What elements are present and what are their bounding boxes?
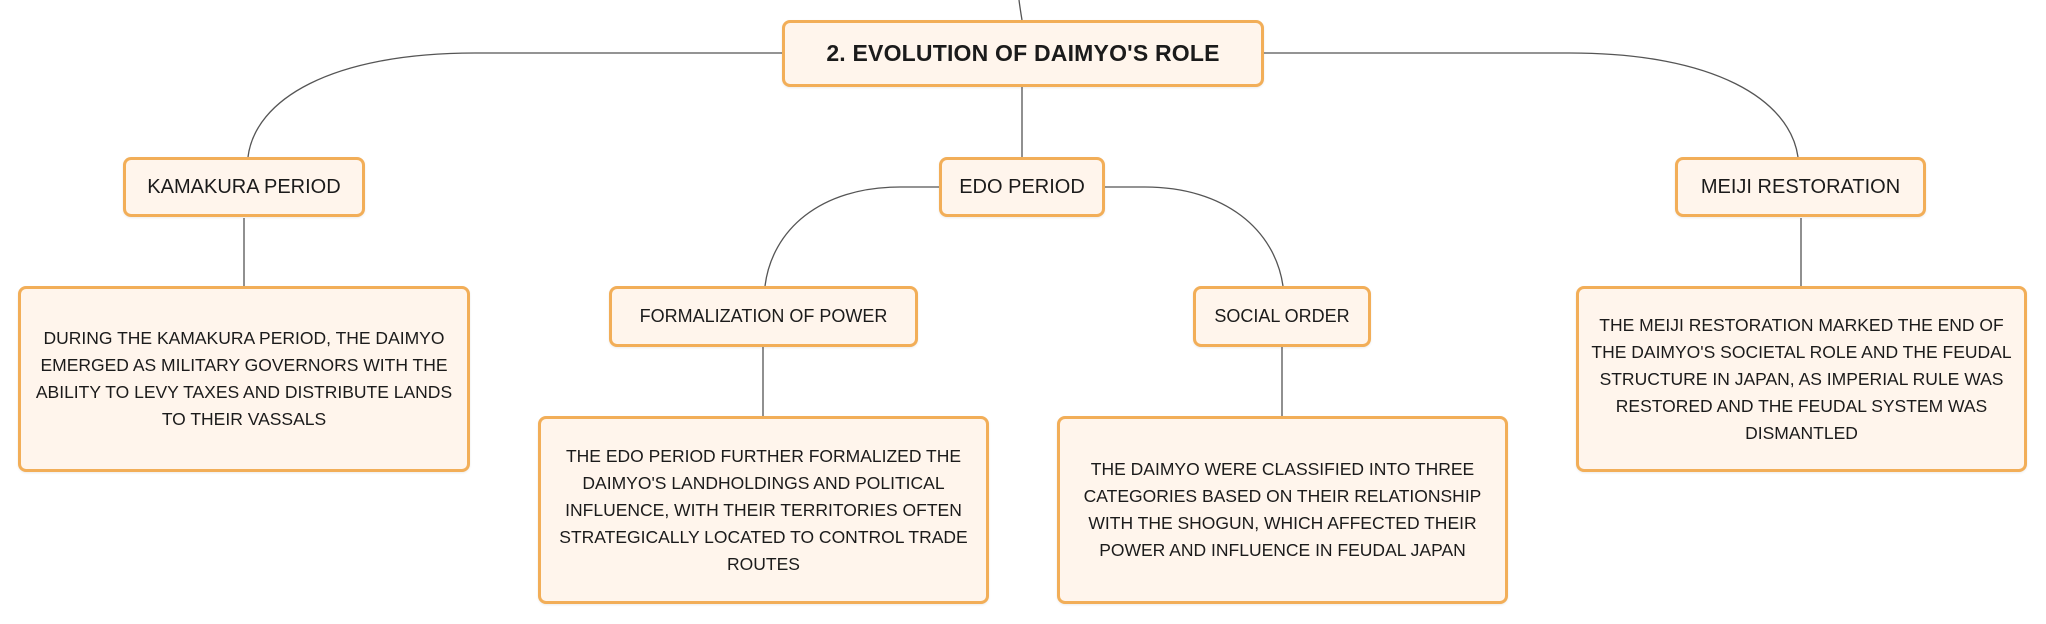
- detail-kamakura-period-text: DURING THE KAMAKURA PERIOD, THE DAIMYO E…: [35, 328, 453, 429]
- root-topic-label: 2. EVOLUTION OF DAIMYO'S ROLE: [826, 40, 1220, 66]
- detail-meiji-restoration[interactable]: THE MEIJI RESTORATION MARKED THE END OF …: [1576, 286, 2027, 472]
- topic-social-order-label: SOCIAL ORDER: [1214, 306, 1350, 326]
- topic-edo-period-label: EDO PERIOD: [959, 175, 1085, 198]
- topic-edo-period[interactable]: EDO PERIOD: [939, 157, 1105, 217]
- connector-root-to-kamakura: [247, 52, 782, 158]
- topic-formalization-of-power[interactable]: FORMALIZATION OF POWER: [609, 286, 918, 347]
- detail-formalization-of-power-text: THE EDO PERIOD FURTHER FORMALIZED THE DA…: [559, 445, 968, 574]
- detail-formalization-of-power[interactable]: THE EDO PERIOD FURTHER FORMALIZED THE DA…: [538, 416, 989, 604]
- detail-meiji-restoration-text: THE MEIJI RESTORATION MARKED THE END OF …: [1591, 314, 2012, 443]
- topic-kamakura-period[interactable]: KAMAKURA PERIOD: [123, 157, 365, 217]
- detail-social-order[interactable]: THE DAIMYO WERE CLASSIFIED INTO THREE CA…: [1057, 416, 1508, 604]
- detail-kamakura-period[interactable]: DURING THE KAMAKURA PERIOD, THE DAIMYO E…: [18, 286, 470, 472]
- connector-edo-to-formalization: [764, 186, 939, 287]
- topic-meiji-restoration-label: MEIJI RESTORATION: [1700, 175, 1901, 198]
- root-topic[interactable]: 2. EVOLUTION OF DAIMYO'S ROLE: [782, 20, 1264, 87]
- connector-edo-to-social: [1105, 186, 1284, 287]
- topic-meiji-restoration[interactable]: MEIJI RESTORATION: [1675, 157, 1926, 217]
- topic-social-order[interactable]: SOCIAL ORDER: [1193, 286, 1371, 347]
- detail-social-order-text: THE DAIMYO WERE CLASSIFIED INTO THREE CA…: [1083, 459, 1482, 560]
- topic-kamakura-period-label: KAMAKURA PERIOD: [147, 175, 341, 198]
- connector-root-to-meiji: [1264, 52, 1799, 158]
- connector-parent-to-root: [1018, 0, 1023, 21]
- topic-formalization-of-power-label: FORMALIZATION OF POWER: [639, 306, 888, 326]
